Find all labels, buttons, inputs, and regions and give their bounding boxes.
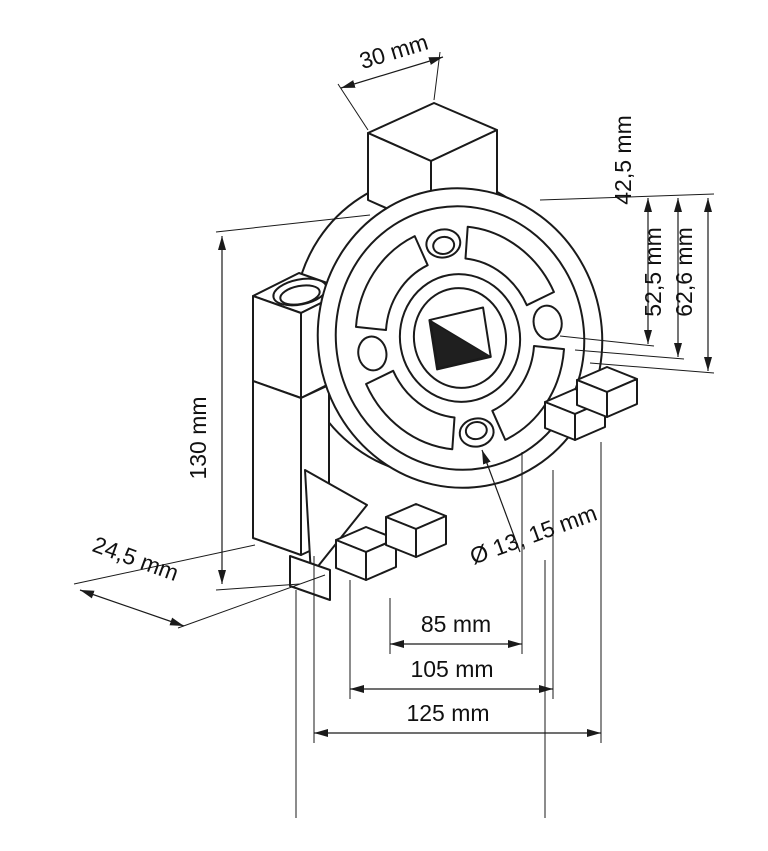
dimension-label-42-5mm: 42,5 mm bbox=[610, 115, 636, 204]
dimension-label-52-5mm: 52,5 mm bbox=[640, 227, 666, 316]
mounting-hole-right bbox=[532, 304, 563, 341]
flange-face bbox=[316, 187, 604, 489]
mounting-slot-se bbox=[491, 344, 566, 441]
mounting-slot-ne bbox=[464, 225, 555, 307]
bottom-tab-rear bbox=[385, 503, 447, 558]
mounting-hole-bottom bbox=[458, 417, 495, 448]
dimension-label-105mm: 105 mm bbox=[410, 656, 493, 682]
dimension-bottom-widths: 85 mm 105 mm 125 mm bbox=[295, 442, 602, 818]
cylinder-bore-inner bbox=[279, 284, 321, 306]
bracket-part bbox=[252, 102, 638, 601]
mounting-hole-top bbox=[425, 228, 462, 259]
dimension-label-125mm: 125 mm bbox=[406, 700, 489, 726]
lower-left-body bbox=[252, 380, 368, 601]
dimension-right-offsets: 42,5 mm 52,5 mm 62,6 mm bbox=[539, 115, 715, 374]
mounting-slot-nw bbox=[354, 235, 429, 332]
side-tab-rear bbox=[576, 366, 638, 418]
dimension-label-85mm: 85 mm bbox=[421, 611, 491, 637]
mounting-hole-left bbox=[357, 335, 388, 372]
flange-inner-rim bbox=[334, 205, 586, 471]
mounting-slot-sw bbox=[365, 369, 456, 451]
foot-block bbox=[289, 555, 331, 601]
dimension-label-diameter: Ø 13, 15 mm bbox=[466, 500, 600, 570]
dimension-label-62-6mm: 62,6 mm bbox=[671, 227, 697, 316]
square-drive-shadow bbox=[429, 319, 492, 370]
dimension-label-30mm: 30 mm bbox=[356, 29, 431, 74]
dimension-label-130mm: 130 mm bbox=[185, 396, 211, 479]
dimension-overall-height: 130 mm bbox=[185, 214, 371, 591]
